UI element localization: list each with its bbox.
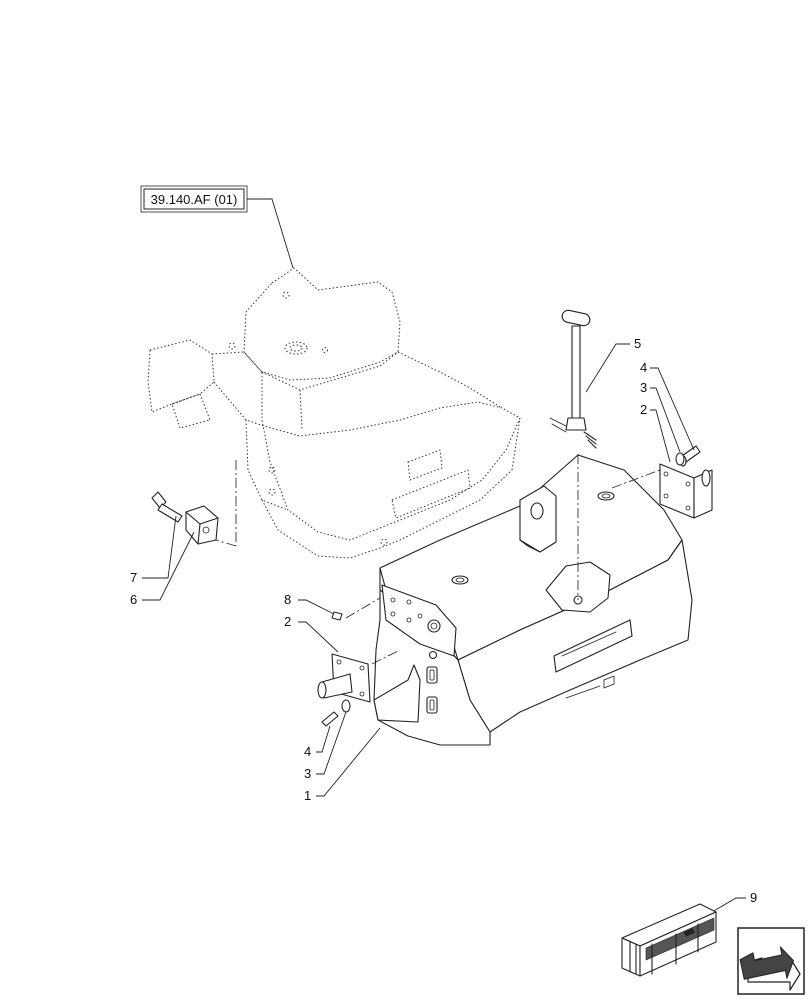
- reference-label: 39.140.AF (01): [151, 192, 238, 207]
- callout-6: 6: [130, 592, 137, 607]
- bolt-left: [321, 711, 339, 727]
- callout-5: 5: [634, 336, 641, 351]
- washer-right: [675, 452, 685, 466]
- pin-part: [549, 309, 597, 449]
- reference-box[interactable]: 39.140.AF (01): [140, 185, 294, 269]
- front-support-phantom: [147, 267, 521, 559]
- callout-2-right: 2: [640, 402, 647, 417]
- washer-left: [341, 699, 351, 713]
- callout-3-right: 3: [640, 380, 647, 395]
- callout-9: 9: [750, 890, 757, 905]
- callout-8: 8: [284, 592, 291, 607]
- shipping-crate-icon: [621, 903, 717, 977]
- flange-bracket-right: [659, 463, 713, 519]
- flange-bracket-left: [317, 653, 371, 703]
- alignment-lines: [215, 454, 661, 665]
- callout-4-left: 4: [304, 744, 311, 759]
- block-six: [185, 505, 219, 545]
- ballast-weight: [373, 454, 693, 746]
- callout-3-left: 3: [304, 766, 311, 781]
- callouts: 5 4 3 2 7 6 8 2 4 3 1 9: [130, 336, 757, 913]
- pin-eight: [331, 611, 343, 621]
- callout-4-right: 4: [640, 360, 647, 375]
- callout-1: 1: [304, 788, 311, 803]
- next-page-arrow-icon[interactable]: [737, 927, 805, 995]
- callout-7: 7: [130, 570, 137, 585]
- bolt-seven: [151, 491, 183, 523]
- callout-2-left: 2: [284, 614, 291, 629]
